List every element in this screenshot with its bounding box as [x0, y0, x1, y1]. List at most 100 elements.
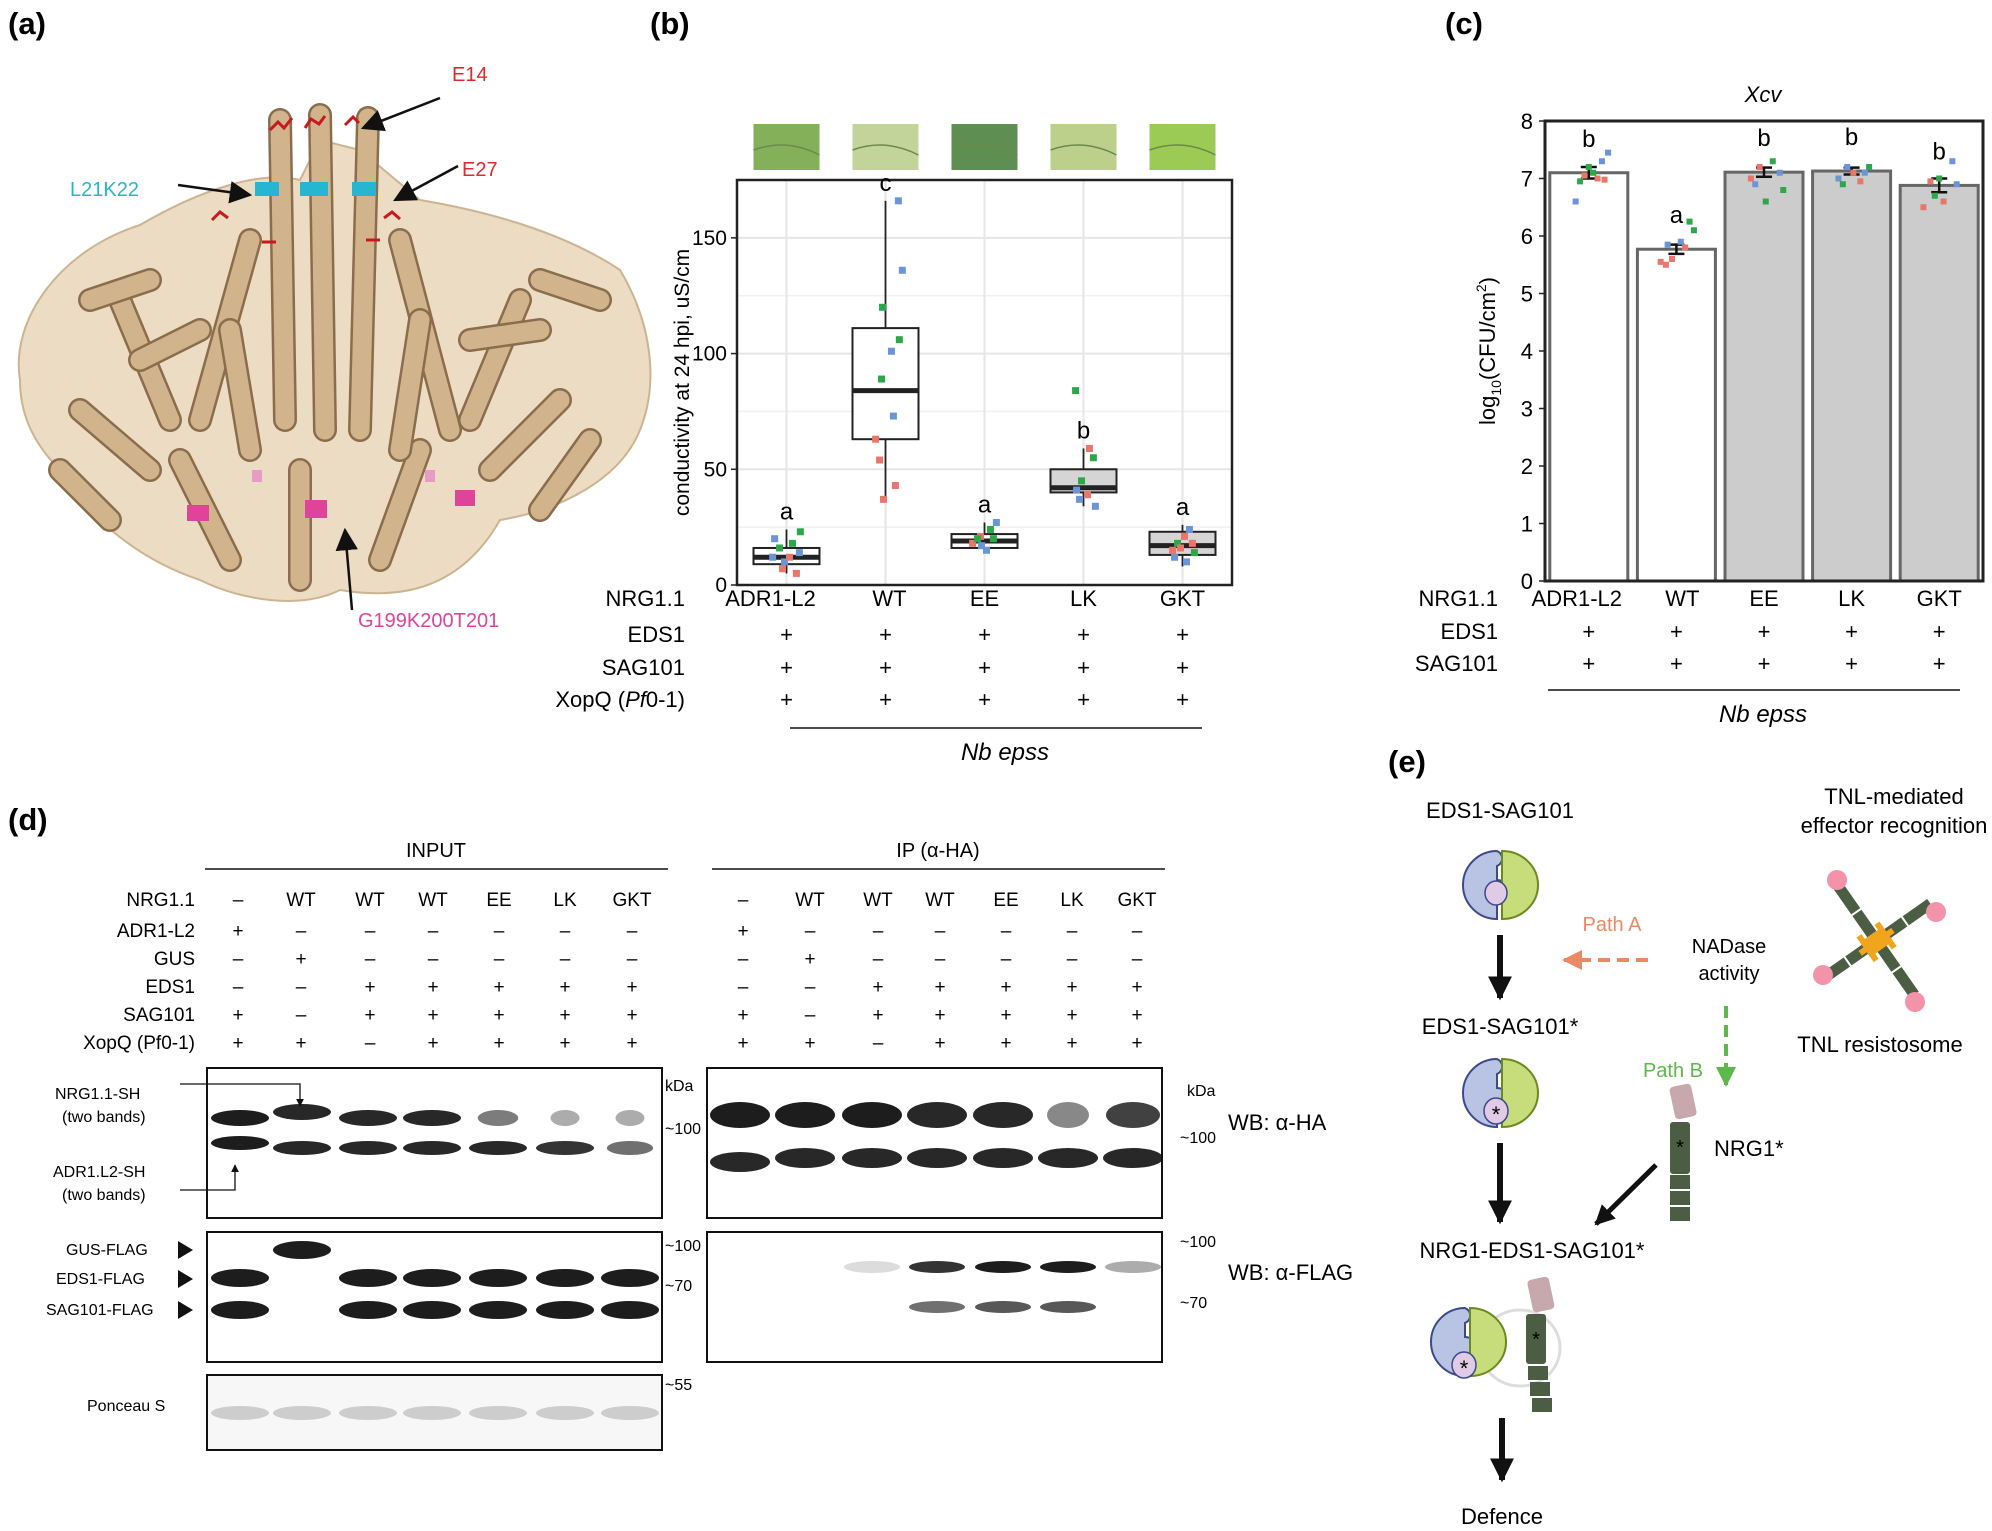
design-cell-ip: –	[805, 921, 816, 942]
plus-sign: +	[1077, 622, 1090, 647]
blot-band	[536, 1301, 594, 1319]
data-point	[1866, 164, 1873, 170]
data-point	[1078, 477, 1086, 485]
data-point	[1572, 198, 1579, 205]
blot-band	[601, 1301, 659, 1319]
design-row-label: SAG101	[123, 1005, 195, 1026]
design-cell-ip: +	[934, 977, 945, 998]
helix-cylinder	[70, 400, 160, 480]
data-point	[795, 549, 803, 557]
design-cell-ip: –	[805, 977, 816, 998]
design-cell-input: –	[233, 949, 244, 970]
panel-e-label: (e)	[1388, 744, 1426, 779]
panel-b-group-label: Nb epss	[961, 739, 1049, 766]
annotation-g199k200t201: G199K200T201	[358, 610, 499, 632]
plus-sign: +	[1176, 622, 1189, 647]
blot-ip-flag	[706, 1231, 1163, 1363]
design-cell-ip: –	[1132, 949, 1143, 970]
design-cell-input: –	[428, 949, 439, 970]
data-point	[1776, 169, 1783, 176]
helix-cylinder	[460, 290, 530, 430]
data-point	[1835, 175, 1842, 182]
label-eds1-sag101: EDS1-SAG101	[1426, 798, 1574, 823]
significance-letter: b	[1077, 417, 1090, 444]
box-WT	[851, 327, 920, 441]
blot-band	[339, 1406, 397, 1420]
wb-flag-label: WB: α-FLAG	[1228, 1260, 1353, 1285]
plus-sign: +	[780, 655, 793, 680]
data-point	[872, 435, 880, 443]
label-eds1-sag101-star: EDS1-SAG101*	[1422, 1014, 1579, 1039]
data-point	[1577, 178, 1584, 185]
design-cell-input: +	[559, 1005, 570, 1026]
design-cell-input: –	[494, 949, 505, 970]
design-cell-input: –	[296, 1005, 307, 1026]
label-nrg-two-bands: (two bands)	[62, 1109, 146, 1126]
panel-c-row-labels: NRG1.1 EDS1 SAG101	[1415, 586, 1498, 676]
design-cell-input: +	[364, 977, 375, 998]
blot-band	[339, 1141, 397, 1155]
helix-cylinder	[530, 270, 610, 310]
leaf-vein	[753, 144, 820, 156]
blot-band	[1105, 1261, 1161, 1273]
design-cell-ip: WT	[795, 890, 825, 911]
data-point	[1605, 149, 1612, 156]
design-cell-ip: +	[872, 977, 883, 998]
plus-sign: +	[1845, 651, 1858, 676]
design-cell-input: +	[427, 977, 438, 998]
plus-sign: +	[879, 622, 892, 647]
data-point	[1664, 241, 1671, 248]
wb-ha-label: WB: α-HA	[1228, 1110, 1327, 1135]
design-cell-ip: +	[1066, 1005, 1077, 1026]
marker-input-55: ~55	[665, 1377, 692, 1394]
label-path-a: Path A	[1583, 914, 1643, 936]
x-category-label: LK	[1838, 586, 1865, 611]
design-cell-ip: –	[873, 921, 884, 942]
panel-e: (e) EDS1-SAG101 EDS1-SAG101* * TNL-media…	[1388, 744, 1987, 1529]
blot-band	[211, 1269, 269, 1287]
blot-band	[339, 1301, 397, 1319]
design-cell-ip: –	[1067, 921, 1078, 942]
x-category-label: WT	[872, 586, 906, 611]
helix-cylinder	[270, 110, 295, 430]
annotation-l21k22: L21K22	[70, 179, 139, 201]
blot-band	[1047, 1102, 1089, 1128]
data-point	[1180, 532, 1188, 540]
data-point	[1662, 261, 1669, 268]
panel-b-row-labels: NRG1.1 EDS1 SAG101 XopQ (Pf0-1)	[555, 586, 685, 712]
data-point	[1931, 192, 1938, 199]
nrg1-eds1-sag101-complex-icon: * *	[1430, 1276, 1562, 1412]
data-point	[1839, 181, 1846, 188]
significance-letter: b	[1845, 124, 1858, 151]
data-point	[1780, 187, 1787, 193]
design-cell-input: –	[233, 977, 244, 998]
x-category-label: WT	[1665, 586, 1699, 611]
design-cell-ip: –	[738, 890, 749, 911]
data-point	[992, 519, 1000, 527]
data-point	[1844, 164, 1851, 170]
marker-input-100: ~100	[665, 1121, 701, 1138]
y-tick-label: 1	[1521, 512, 1533, 537]
y-tick-label: 3	[1521, 397, 1533, 422]
y-tick-label: 0	[715, 574, 727, 597]
plus-sign: +	[1845, 619, 1858, 644]
blot-band	[469, 1301, 527, 1319]
significance-letter: a	[780, 498, 794, 525]
design-cell-ip: GKT	[1117, 890, 1156, 911]
data-point	[1953, 181, 1960, 188]
data-point	[898, 266, 906, 274]
significance-letter: a	[1176, 494, 1190, 521]
tnl-title-1: TNL-mediated	[1824, 784, 1963, 809]
data-point	[1185, 525, 1193, 533]
data-point	[895, 336, 903, 344]
design-cell-ip: +	[1000, 977, 1011, 998]
data-point	[781, 558, 789, 566]
design-cell-ip: –	[873, 1033, 884, 1054]
design-cell-ip: +	[804, 949, 815, 970]
blot-band	[469, 1141, 527, 1155]
data-point	[1083, 491, 1091, 499]
helix-cylinder	[460, 320, 550, 350]
blot-band	[273, 1406, 331, 1420]
design-cell-ip: –	[873, 949, 884, 970]
